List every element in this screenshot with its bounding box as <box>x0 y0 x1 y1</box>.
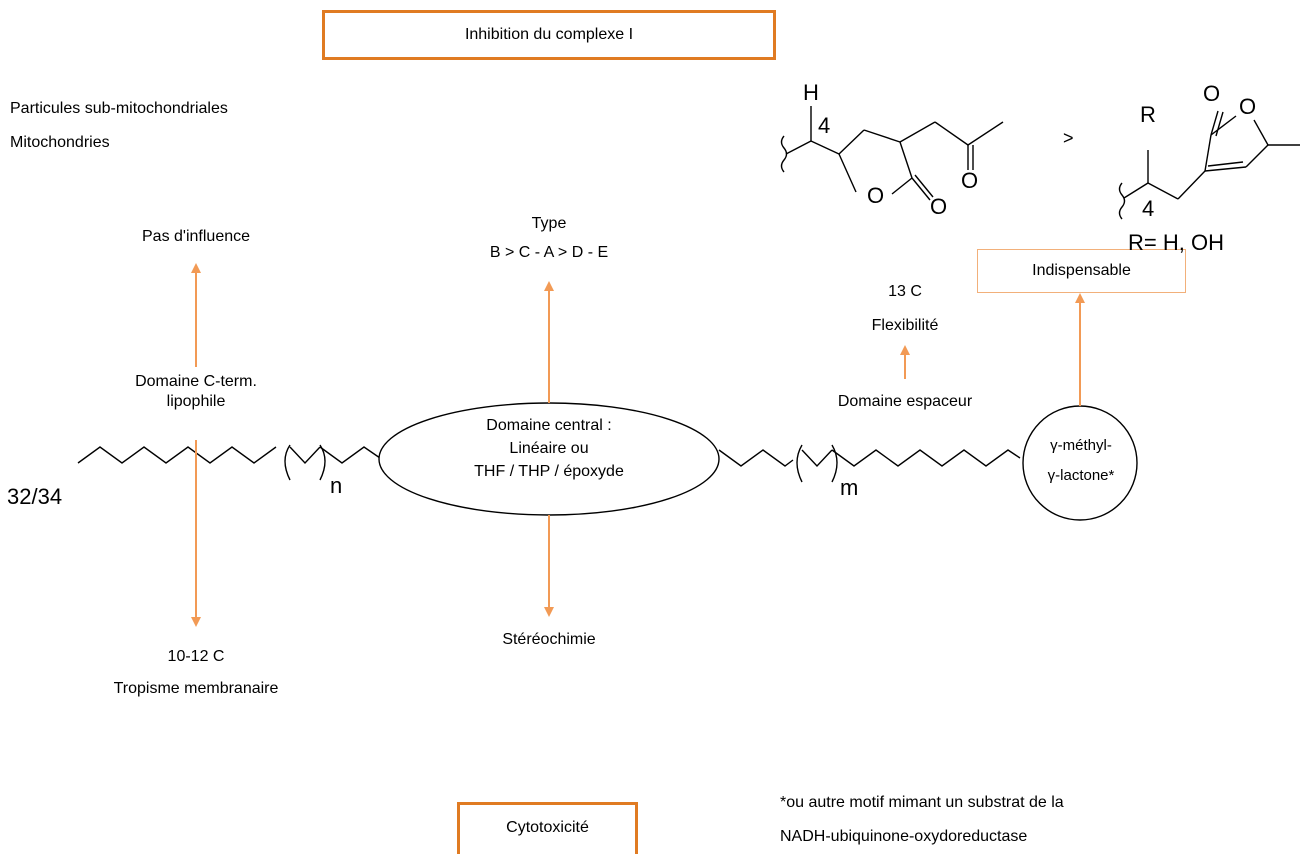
spacer-top-1: 13 C <box>888 282 922 302</box>
spacer-chain-end <box>832 450 1020 466</box>
repeat-paren-m-left <box>797 445 802 482</box>
central-label-3: THF / THP / époxyde <box>474 462 624 482</box>
note-mitochondria: Mitochondries <box>10 133 110 153</box>
c-terminal-top-label: Pas d'influence <box>142 227 250 247</box>
c-terminal-label-1: Domaine C-term. <box>135 372 257 392</box>
repeat-unit-n <box>290 447 320 463</box>
cytotoxicity-box: Cytotoxicité <box>457 802 638 854</box>
spacer-top-2: Flexibilité <box>872 316 939 336</box>
struct-b-4: 4 <box>1142 199 1154 219</box>
central-bottom-label: Stéréochimie <box>502 630 595 650</box>
note-particles: Particules sub-mitochondriales <box>10 99 228 119</box>
struct-a-4: 4 <box>818 116 830 136</box>
footnote-line-2: NADH-ubiquinone-oxydoreductase <box>780 827 1027 847</box>
c-terminal-chain <box>78 447 276 463</box>
repeat-unit-m <box>802 450 832 466</box>
c-terminal-label-2: lipophile <box>167 392 226 412</box>
repeat-paren-n-left <box>285 445 290 480</box>
lactone-label-2: γ-lactone* <box>1048 466 1115 486</box>
central-type-label: Type <box>532 214 567 234</box>
central-label-1: Domaine central : <box>486 416 611 436</box>
central-label-2: Linéaire ou <box>509 439 588 459</box>
c-terminal-bottom-2: Tropisme membranaire <box>114 679 279 699</box>
indispensable-box: Indispensable <box>977 249 1186 293</box>
repeat-m-label: m <box>840 475 858 501</box>
title-box-label: Inhibition du complexe I <box>465 26 633 44</box>
c-terminal-chain-end <box>320 447 380 463</box>
c-terminal-bottom-1: 10-12 C <box>168 647 225 667</box>
chain-count-label: 32/34 <box>7 484 62 510</box>
lactone-label-1: γ-méthyl- <box>1050 436 1112 456</box>
spacer-label: Domaine espaceur <box>838 392 972 412</box>
struct-a-h: H <box>803 83 819 103</box>
struct-b-r-values: R= H, OH <box>1128 233 1224 253</box>
footnote-line-1: *ou autre motif mimant un substrat de la <box>780 793 1064 813</box>
lactone-circle <box>1023 406 1137 520</box>
title-box: Inhibition du complexe I <box>322 10 776 60</box>
spacer-chain <box>719 450 793 466</box>
central-type-order: B > C - A > D - E <box>490 243 608 263</box>
cytotoxicity-label: Cytotoxicité <box>506 819 589 837</box>
struct-a-ketone-o: O <box>961 171 978 191</box>
struct-a-ring-o: O <box>867 186 884 206</box>
indispensable-label: Indispensable <box>1032 262 1131 280</box>
struct-b-ring-o: O <box>1239 97 1256 117</box>
struct-a-carbonyl-o: O <box>930 197 947 217</box>
struct-b-r: R <box>1140 105 1156 125</box>
comparison-greater: > <box>1063 128 1074 148</box>
repeat-n-label: n <box>330 473 342 499</box>
struct-b-carbonyl-o: O <box>1203 84 1220 104</box>
